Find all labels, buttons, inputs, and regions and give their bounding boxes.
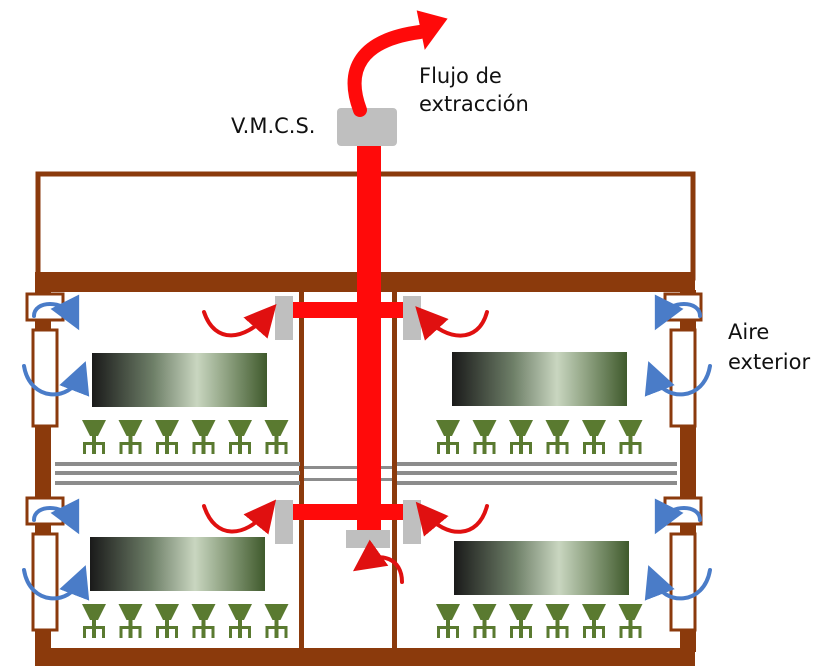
seedling-icon [191, 604, 216, 638]
duct-grille [403, 500, 421, 544]
wall-vent [663, 496, 703, 632]
seedling-icon [118, 420, 143, 454]
seedling-icon [436, 420, 460, 454]
red-arrows [202, 303, 489, 584]
wall-vent [663, 292, 703, 428]
seedling-icon [545, 604, 570, 638]
seedling-icon [228, 604, 252, 638]
seedling-icon [264, 604, 289, 638]
circular-arrow-icon [32, 294, 80, 331]
circular-arrow-icon [654, 294, 702, 331]
corridor-wall-left [299, 290, 304, 650]
circular-arrow-icon [22, 361, 90, 397]
circular-arrow-icon [644, 361, 712, 397]
seedling-icon [472, 420, 497, 454]
seedling-icon [82, 604, 106, 638]
seedling-icon [118, 604, 143, 638]
seedling-icon [582, 604, 606, 638]
exhaust-duct [357, 138, 381, 538]
exhaust-flow-label-line2: extracción [419, 92, 529, 116]
circular-arrow-icon [654, 498, 702, 535]
seedling-icon [509, 420, 533, 454]
seedling-icon [582, 420, 606, 454]
duct-grille [346, 530, 390, 548]
grow-lamp-icon [92, 353, 267, 407]
seedling-icon [472, 604, 497, 638]
circular-arrow-icon [32, 498, 80, 535]
circular-arrow-icon [22, 565, 90, 601]
duct-grille [275, 500, 293, 544]
seedling-icon [618, 420, 643, 454]
exhaust-flow-arrow [347, 10, 448, 117]
grow-lamp-icon [452, 352, 627, 406]
seedling-icon [545, 420, 570, 454]
seedling-icon [264, 420, 289, 454]
plant-rows [82, 420, 643, 638]
bottom-beam [35, 648, 695, 666]
duct-branch-upper [292, 302, 405, 318]
shelf-rails [55, 462, 677, 485]
exhaust-flow-label-line1: Flujo de [419, 64, 502, 88]
grow-lamp-icon [454, 541, 629, 595]
outside-air-label-line1: Aire [728, 320, 770, 344]
duct-branch-lower [292, 504, 405, 520]
seedling-icon [228, 420, 252, 454]
duct-grille [275, 296, 293, 340]
circular-arrow-icon [644, 565, 712, 601]
vmcs-label: V.M.C.S. [231, 114, 316, 138]
seedling-icon [155, 420, 179, 454]
grow-lamp-icon [90, 537, 265, 591]
outside-air-label-line2: exterior [728, 350, 811, 374]
seedling-icon [436, 604, 460, 638]
seedling-icon [191, 420, 216, 454]
circular-arrow-icon [22, 294, 712, 601]
vmcs-unit [337, 108, 397, 146]
seedling-icon [509, 604, 533, 638]
seedling-icon [82, 420, 106, 454]
duct-grille [403, 296, 421, 340]
corridor-wall-right [392, 290, 397, 650]
seedling-icon [155, 604, 179, 638]
seedling-icon [618, 604, 643, 638]
